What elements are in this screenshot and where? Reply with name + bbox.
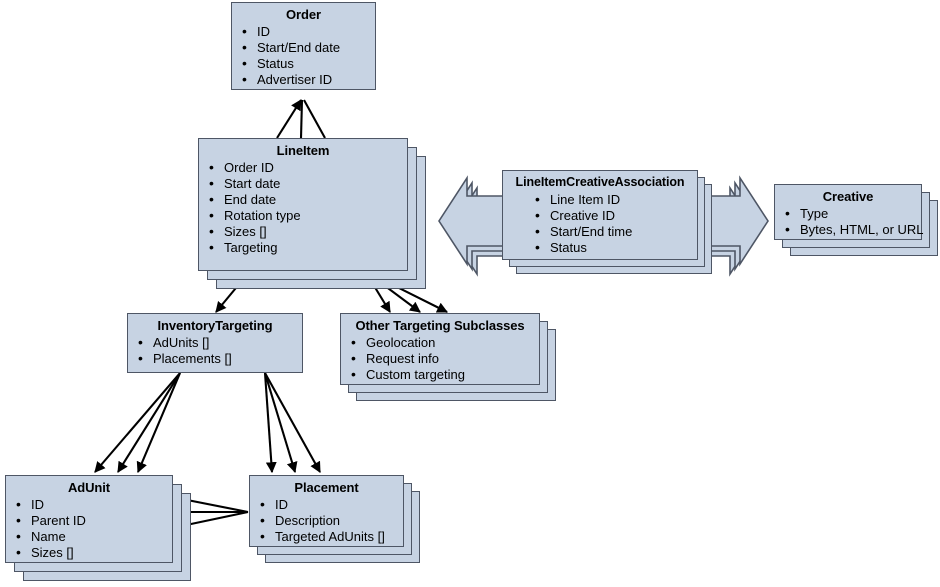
attribute-item: ID xyxy=(242,23,375,40)
entity-othertargeting-title: Other Targeting Subclasses xyxy=(355,318,525,333)
attribute-item: Creative ID xyxy=(535,207,697,224)
entity-inventorytargeting-attributes: AdUnits [] Placements [] xyxy=(128,334,302,367)
entity-order-attributes: ID Start/End date Status Advertiser ID xyxy=(232,23,375,88)
attribute-item: ID xyxy=(260,496,403,513)
attribute-item: Parent ID xyxy=(16,512,172,529)
entity-inventorytargeting-card: InventoryTargeting AdUnits [] Placements… xyxy=(127,313,303,373)
attribute-item: AdUnits [] xyxy=(138,334,302,351)
entity-adunit-attributes: ID Parent ID Name Sizes [] xyxy=(6,496,172,561)
attribute-item: Geolocation xyxy=(351,334,539,351)
entity-creative-title: Creative xyxy=(822,189,874,204)
entity-othertargeting-attributes: Geolocation Request info Custom targetin… xyxy=(341,334,539,383)
attribute-item: Rotation type xyxy=(209,207,407,224)
entity-adunit-title: AdUnit xyxy=(68,480,110,495)
attribute-item: End date xyxy=(209,191,407,208)
attribute-item: Start/End time xyxy=(535,223,697,240)
entity-creative[interactable]: Creative Type Bytes, HTML, or URL xyxy=(774,184,938,258)
attribute-item: Custom targeting xyxy=(351,366,539,383)
attribute-item: Line Item ID xyxy=(535,191,697,208)
attribute-item: Status xyxy=(242,55,375,72)
entity-lineitem-attributes: Order ID Start date End date Rotation ty… xyxy=(199,159,407,256)
entity-lineitem[interactable]: LineItem Order ID Start date End date Ro… xyxy=(198,138,443,290)
entity-lineitemcreativeassociation[interactable]: LineItemCreativeAssociation Line Item ID… xyxy=(502,170,717,282)
entity-placement-attributes: ID Description Targeted AdUnits [] xyxy=(250,496,403,545)
connector-inventorytargeting-to-adunit xyxy=(94,372,181,474)
entity-placement-title: Placement xyxy=(294,480,359,495)
connector-lineitem-to-order xyxy=(276,99,326,139)
entity-adunit-card: AdUnit ID Parent ID Name Sizes [] xyxy=(5,475,173,563)
entity-order-card: Order ID Start/End date Status Advertise… xyxy=(231,2,376,90)
entity-lineitem-title: LineItem xyxy=(276,143,330,158)
entity-lica-title: LineItemCreativeAssociation xyxy=(515,175,685,189)
entity-order[interactable]: Order ID Start/End date Status Advertise… xyxy=(231,2,376,90)
entity-lica-attributes: Line Item ID Creative ID Start/End time … xyxy=(503,191,697,256)
entity-creative-card: Creative Type Bytes, HTML, or URL xyxy=(774,184,924,240)
attribute-item: Bytes, HTML, or URL xyxy=(785,221,924,238)
entity-placement-card: Placement ID Description Targeted AdUnit… xyxy=(249,475,404,547)
attribute-item: Start/End date xyxy=(242,39,375,56)
entity-order-title: Order xyxy=(286,7,321,22)
entity-inventorytargeting[interactable]: InventoryTargeting AdUnits [] Placements… xyxy=(127,313,303,373)
attribute-item: Name xyxy=(16,528,172,545)
attribute-item: Description xyxy=(260,512,403,529)
attribute-item: Order ID xyxy=(209,159,407,176)
attribute-item: Status xyxy=(535,239,697,256)
entity-lica-card: LineItemCreativeAssociation Line Item ID… xyxy=(502,170,698,260)
entity-lineitem-card: LineItem Order ID Start date End date Ro… xyxy=(198,138,408,271)
connector-inventorytargeting-to-placement xyxy=(263,372,321,474)
entity-placement[interactable]: Placement ID Description Targeted AdUnit… xyxy=(249,475,424,568)
attribute-item: ID xyxy=(16,496,172,513)
entity-creative-attributes: Type Bytes, HTML, or URL xyxy=(775,205,924,238)
attribute-item: Request info xyxy=(351,350,539,367)
entity-othertargeting[interactable]: Other Targeting Subclasses Geolocation R… xyxy=(340,313,562,408)
attribute-item: Targeting xyxy=(209,239,407,256)
attribute-item: Sizes [] xyxy=(209,223,407,240)
entity-othertargeting-card: Other Targeting Subclasses Geolocation R… xyxy=(340,313,540,385)
attribute-item: Advertiser ID xyxy=(242,71,375,88)
attribute-item: Type xyxy=(785,205,921,222)
attribute-item: Targeted AdUnits [] xyxy=(260,528,403,545)
entity-adunit[interactable]: AdUnit ID Parent ID Name Sizes [] xyxy=(5,475,205,585)
attribute-item: Start date xyxy=(209,175,407,192)
attribute-item: Sizes [] xyxy=(16,544,172,561)
attribute-item: Placements [] xyxy=(138,350,302,367)
entity-inventorytargeting-title: InventoryTargeting xyxy=(157,318,273,333)
